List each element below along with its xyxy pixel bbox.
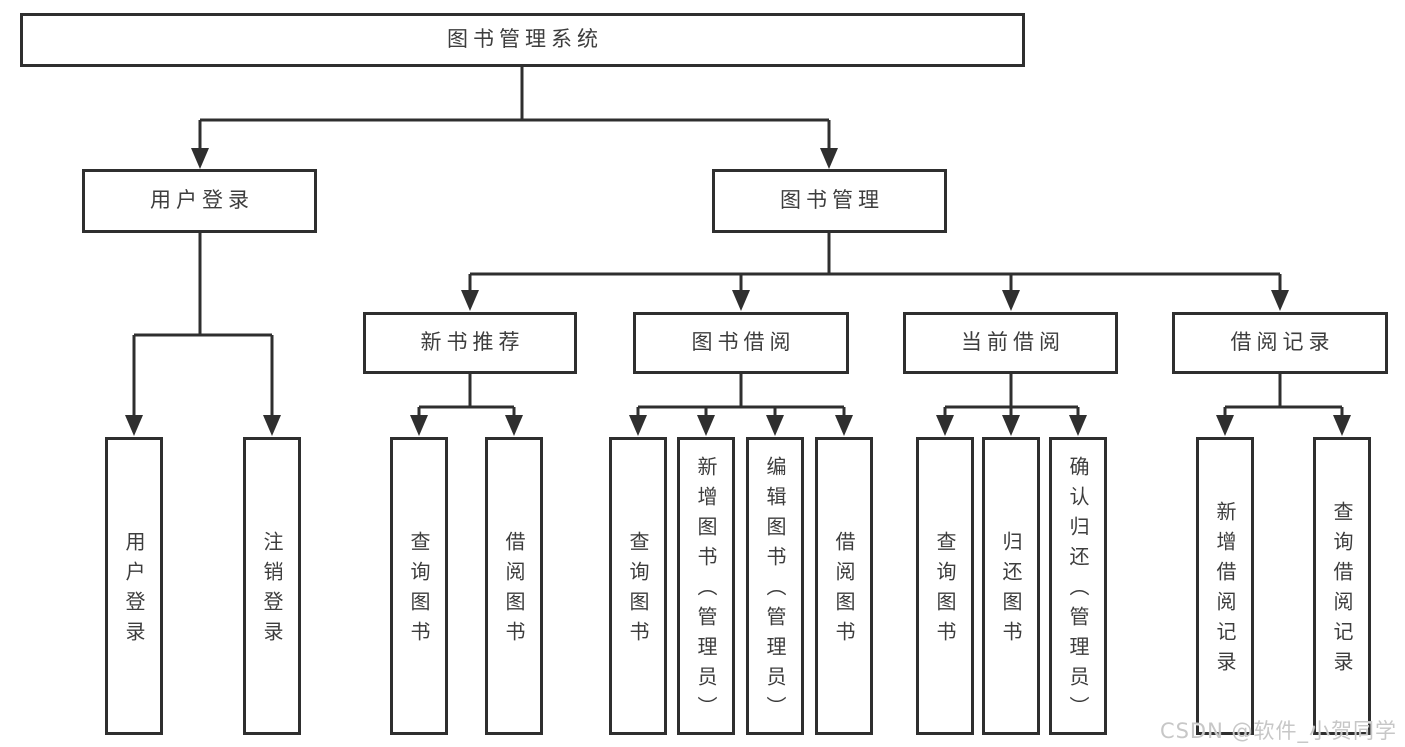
node-current-borrowing-label: 当前借阅	[961, 330, 1065, 355]
connector-currentborrow-children	[943, 374, 1080, 418]
arrowhead-icon	[936, 415, 954, 436]
node-book-borrowing: 图书借阅	[633, 312, 849, 374]
arrowhead-icon	[1002, 415, 1020, 436]
arrowhead-icon	[1333, 415, 1351, 436]
watermark: CSDN @软件_小贺同学	[1159, 719, 1397, 743]
node-book-management-label: 图书管理	[780, 188, 884, 213]
node-add-books-admin: 新增图书（管理员）	[677, 437, 735, 735]
arrowhead-icon	[505, 415, 523, 436]
node-user-login-action-label: 用户登录	[122, 531, 146, 651]
node-query-books-3-label: 查询图书	[933, 531, 957, 651]
arrowhead-icon	[1069, 415, 1087, 436]
node-query-books-3: 查询图书	[916, 437, 974, 735]
node-borrowing-records: 借阅记录	[1172, 312, 1388, 374]
node-confirm-return-admin: 确认归还（管理员）	[1049, 437, 1107, 735]
node-query-books-2-label: 查询图书	[626, 531, 650, 651]
node-query-borrow-record-label: 查询借阅记录	[1330, 501, 1354, 681]
arrowhead-icon	[461, 290, 479, 311]
node-root-label: 图书管理系统	[447, 27, 603, 52]
arrowhead-icon	[1271, 290, 1289, 311]
node-return-books: 归还图书	[982, 437, 1040, 735]
arrowhead-icon	[1216, 415, 1234, 436]
arrowhead-icon	[125, 415, 143, 436]
node-book-borrowing-label: 图书借阅	[691, 330, 796, 355]
node-user-login-label: 用户登录	[150, 188, 254, 213]
node-new-book-recommendation: 新书推荐	[363, 312, 577, 374]
arrowhead-icon	[410, 415, 428, 436]
node-query-books-1-label: 查询图书	[407, 531, 431, 651]
node-add-books-admin-label: 新增图书（管理员）	[694, 456, 718, 726]
node-user-login-action: 用户登录	[105, 437, 163, 735]
node-book-management: 图书管理	[712, 169, 947, 233]
node-borrow-books-1: 借阅图书	[485, 437, 543, 735]
arrowhead-icon	[766, 415, 784, 436]
node-user-login: 用户登录	[82, 169, 317, 233]
node-borrow-books-1-label: 借阅图书	[502, 531, 526, 651]
arrowhead-icon	[629, 415, 647, 436]
node-edit-books-admin-label: 编辑图书（管理员）	[763, 456, 787, 726]
node-confirm-return-admin-label: 确认归还（管理员）	[1066, 456, 1090, 726]
connector-bookborrow-children	[636, 374, 846, 418]
arrowhead-icon	[697, 415, 715, 436]
node-add-borrow-record: 新增借阅记录	[1196, 437, 1254, 735]
node-logout-action-label: 注销登录	[260, 531, 284, 651]
node-add-borrow-record-label: 新增借阅记录	[1213, 501, 1237, 681]
connector-records-children	[1223, 374, 1344, 418]
arrowhead-icon	[191, 148, 209, 169]
node-edit-books-admin: 编辑图书（管理员）	[746, 437, 804, 735]
node-borrow-books-2-label: 借阅图书	[832, 531, 856, 651]
node-return-books-label: 归还图书	[999, 531, 1023, 651]
node-new-book-recommendation-label: 新书推荐	[420, 330, 525, 355]
connector-newbook-children	[417, 374, 516, 418]
connector-userlogin-children	[132, 233, 274, 418]
connector-root-to-level2	[198, 67, 831, 152]
node-query-books-2: 查询图书	[609, 437, 667, 735]
node-query-borrow-record: 查询借阅记录	[1313, 437, 1371, 735]
arrowhead-icon	[835, 415, 853, 436]
arrowhead-icon	[1002, 290, 1020, 311]
arrowheads	[125, 148, 1351, 436]
node-root: 图书管理系统	[20, 13, 1025, 67]
node-logout-action: 注销登录	[243, 437, 301, 735]
arrowhead-icon	[263, 415, 281, 436]
node-borrow-books-2: 借阅图书	[815, 437, 873, 735]
arrowhead-icon	[732, 290, 750, 311]
arrowhead-icon	[820, 148, 838, 169]
node-query-books-1: 查询图书	[390, 437, 448, 735]
connector-bookmgmt-to-level3	[468, 233, 1282, 294]
node-borrowing-records-label: 借阅记录	[1230, 330, 1335, 355]
node-current-borrowing: 当前借阅	[903, 312, 1118, 374]
